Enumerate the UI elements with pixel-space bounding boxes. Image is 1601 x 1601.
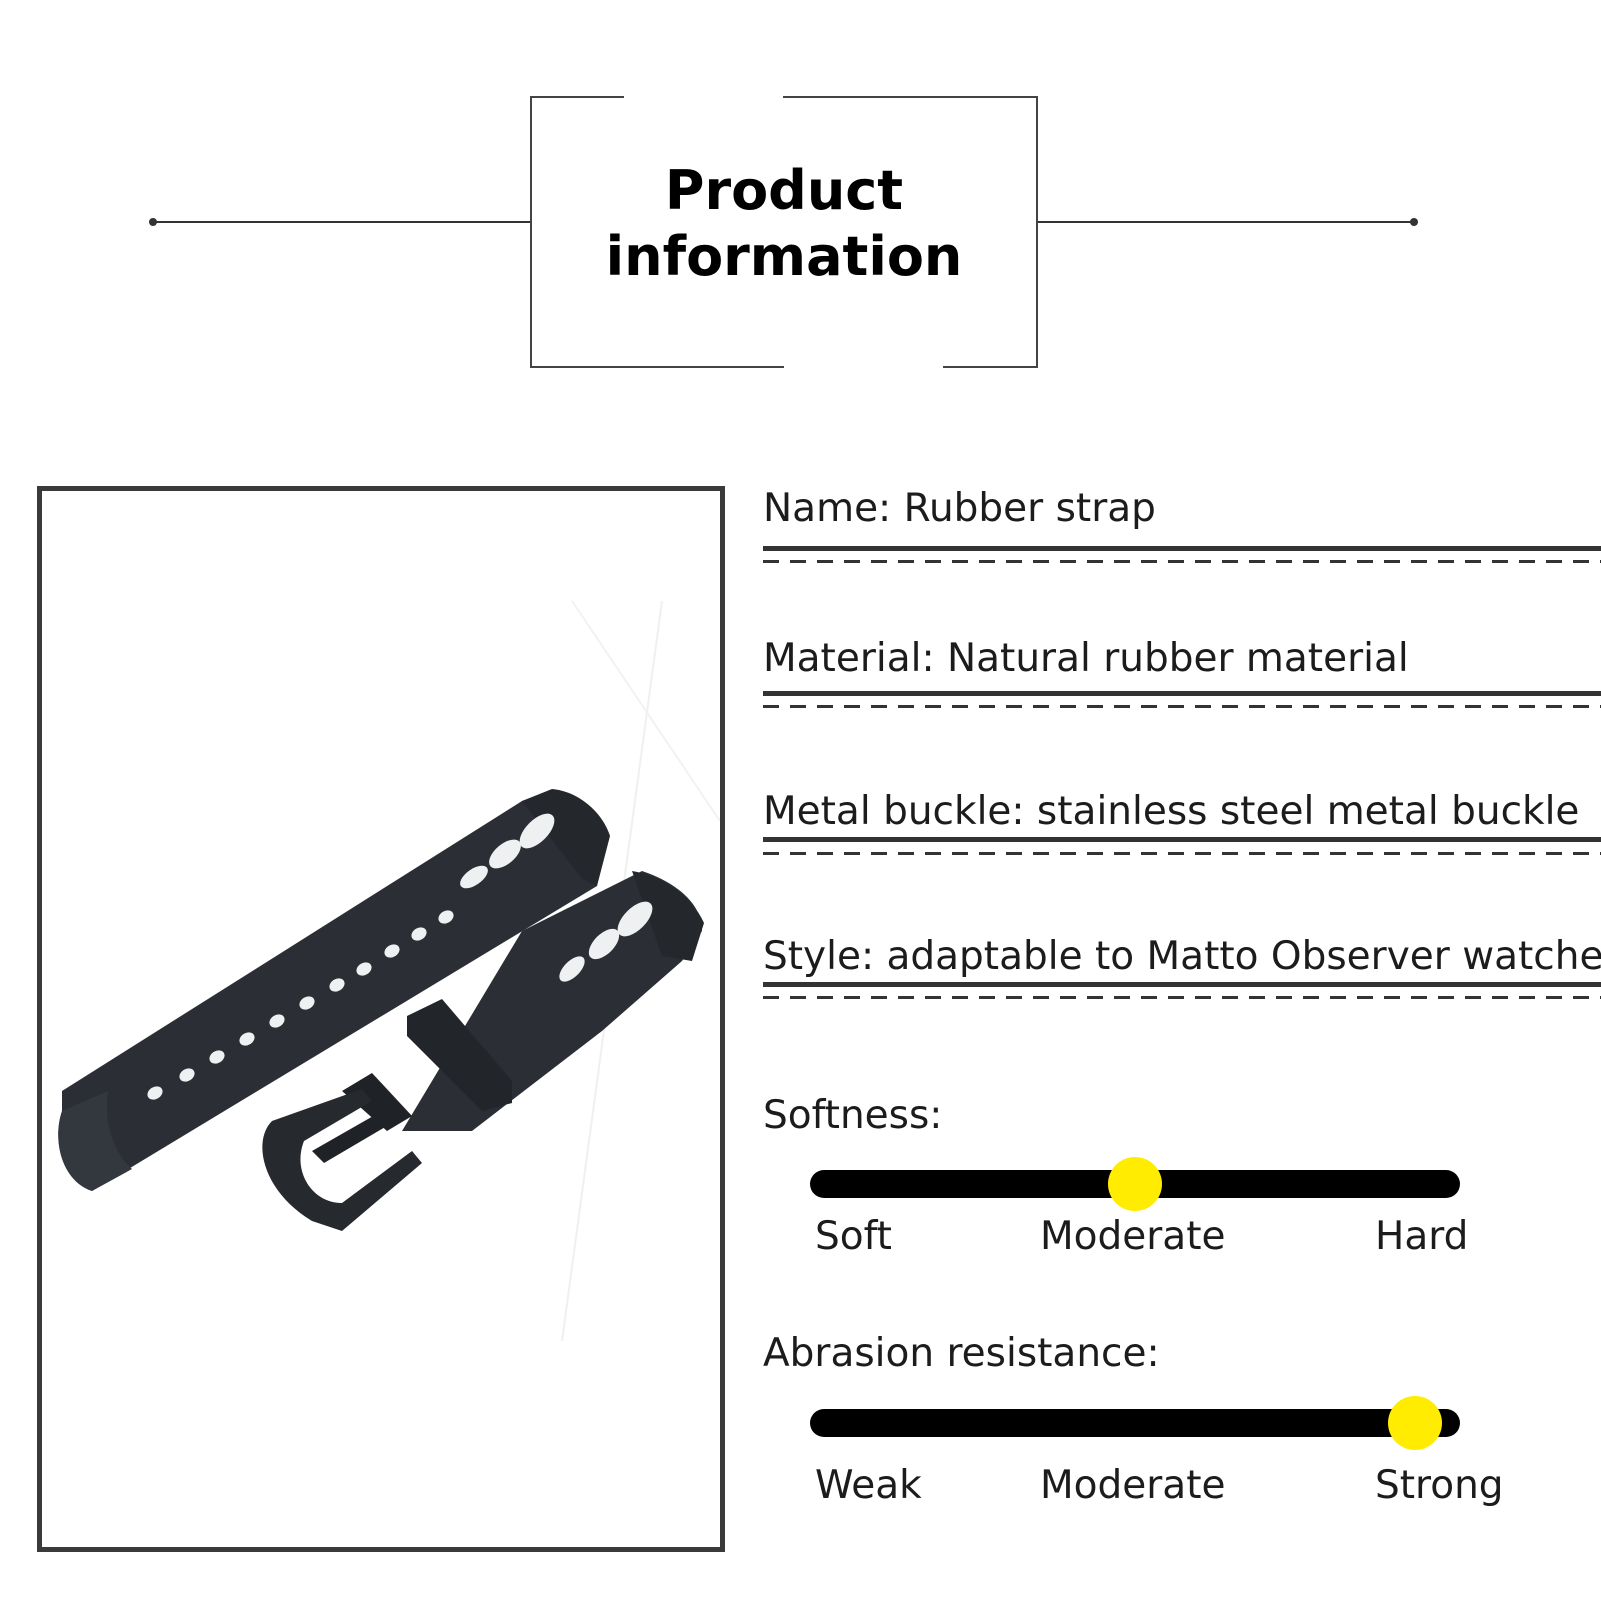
header-right-line xyxy=(1038,221,1414,223)
rating-scale-high: Strong xyxy=(1375,1463,1504,1508)
page-title-line1: Product xyxy=(664,159,904,222)
spec-divider-dashed xyxy=(763,996,1601,999)
rating-scale-mid: Moderate xyxy=(1040,1214,1226,1259)
spec-divider xyxy=(763,546,1601,551)
spec-divider xyxy=(763,837,1601,842)
spec-divider xyxy=(763,982,1601,987)
rating-scale-high: Hard xyxy=(1375,1214,1469,1259)
spec-divider-dashed xyxy=(763,705,1601,708)
page-title: Product information xyxy=(530,158,1038,290)
rating-scale-low: Soft xyxy=(815,1214,892,1259)
product-photo-frame xyxy=(37,486,725,1552)
title-box: Product information xyxy=(530,96,1038,368)
header-right-dot xyxy=(1410,218,1418,226)
spec-metal-buckle: Metal buckle: stainless steel metal buck… xyxy=(763,789,1580,834)
spec-divider xyxy=(763,691,1601,696)
watch-strap-image xyxy=(58,600,720,1342)
rating-knob xyxy=(1387,1396,1442,1450)
page-title-line2: information xyxy=(605,225,963,288)
rating-label: Abrasion resistance: xyxy=(763,1331,1160,1376)
rating-track xyxy=(810,1396,1460,1450)
rating-scale-low: Weak xyxy=(815,1463,922,1508)
spec-style: Style: adaptable to Matto Observer watch… xyxy=(763,934,1601,979)
rating-track xyxy=(810,1157,1460,1211)
spec-divider-dashed xyxy=(763,560,1601,563)
rating-label: Softness: xyxy=(763,1093,943,1138)
spec-material: Material: Natural rubber material xyxy=(763,636,1409,681)
spec-divider-dashed xyxy=(763,852,1601,855)
header-left-line xyxy=(153,221,531,223)
spec-name: Name: Rubber strap xyxy=(763,486,1156,531)
rating-knob xyxy=(1108,1157,1162,1211)
rating-scale-mid: Moderate xyxy=(1040,1463,1226,1508)
